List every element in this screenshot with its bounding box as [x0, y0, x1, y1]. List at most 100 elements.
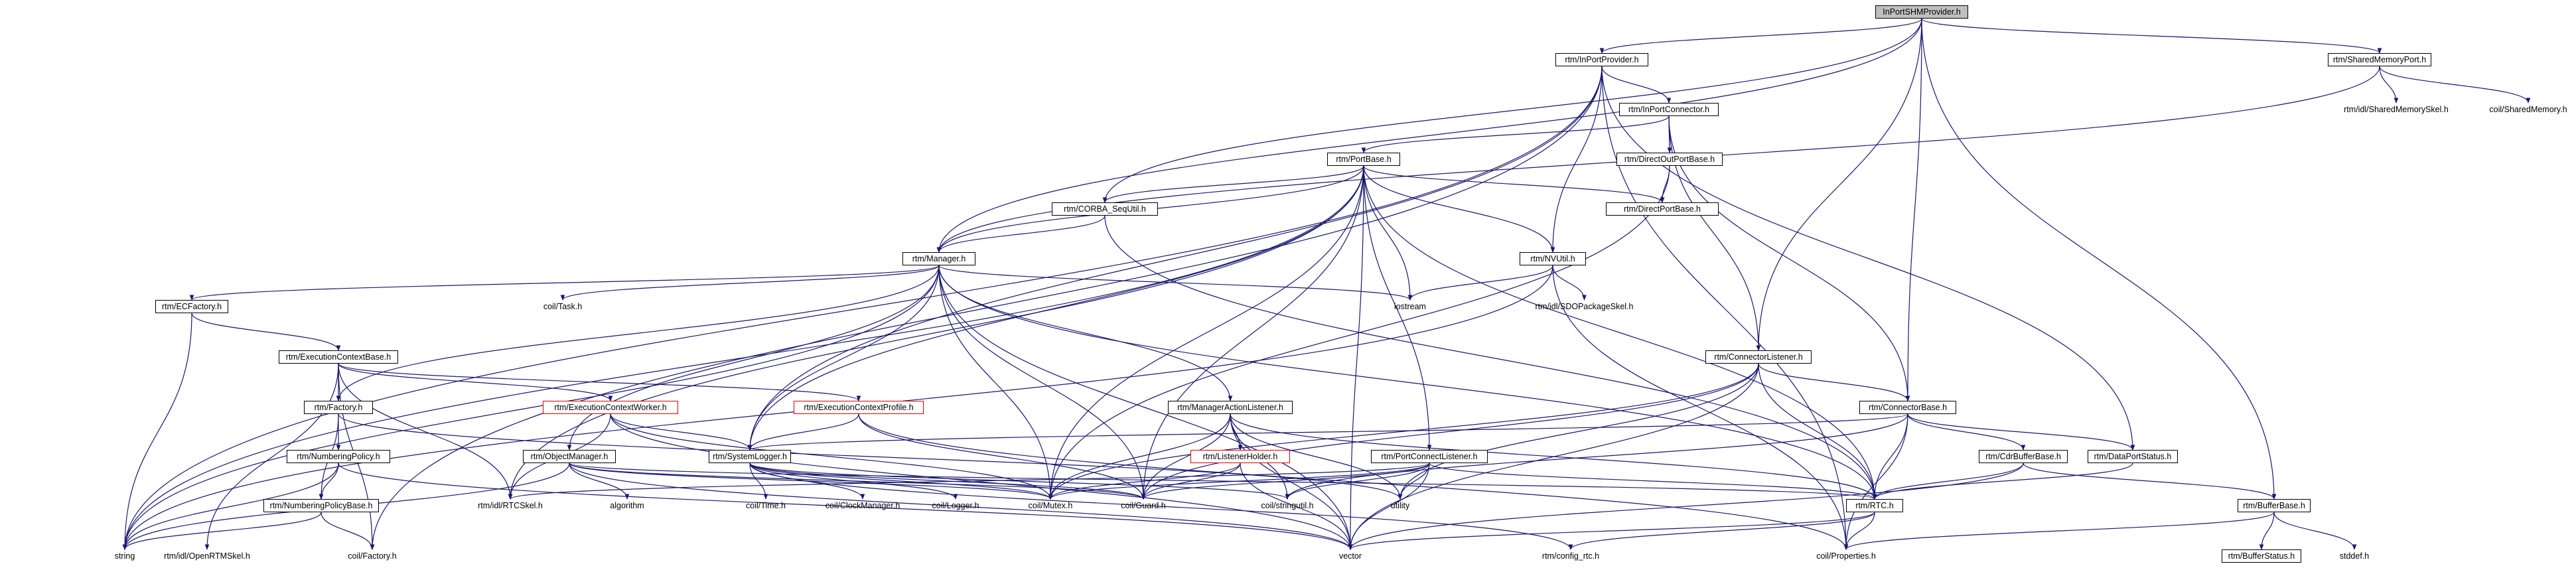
node-coil-task-h[interactable]: coil/Task.h — [543, 302, 583, 311]
edge-n29-n33 — [569, 463, 630, 500]
node-rtm-idl-sharedmemoryskel-h[interactable]: rtm/idl/SharedMemorySkel.h — [2344, 105, 2449, 114]
edge-n25-n46 — [1240, 463, 1353, 550]
edge-n20-n46 — [610, 413, 1353, 550]
edge-n11-n14 — [560, 265, 940, 301]
node-rtm-corba-sequtil-h[interactable]: rtm/CORBA_SeqUtil.h — [1052, 202, 1158, 216]
edge-n32-n50 — [2273, 512, 2357, 550]
edge-n12-n15 — [1407, 265, 1553, 301]
edge-n11-n19 — [336, 265, 940, 401]
node-rtm-bufferbase-h[interactable]: rtm/BufferBase.h — [2238, 499, 2311, 512]
node-rtm-dataportstatus-h[interactable]: rtm/DataPortStatus.h — [2088, 450, 2178, 463]
node-rtm-idl-openrtmskel-h[interactable]: rtm/idl/OpenRTMSkel.h — [164, 551, 250, 561]
edge-n24-n46 — [338, 463, 1353, 550]
node-rtm-portbase-h[interactable]: rtm/PortBase.h — [1327, 153, 1400, 166]
edge-n7-n38 — [1141, 165, 1364, 500]
edge-n23-n39 — [1285, 413, 1908, 500]
edge-n25-n37 — [1048, 463, 1241, 500]
edge-n12-n16 — [1552, 265, 1587, 301]
edge-n30-n38 — [749, 463, 1146, 500]
edge-n29-n41 — [569, 463, 1877, 500]
node-rtm-manageractionlistener-h[interactable]: rtm/ManagerActionListener.h — [1168, 401, 1293, 414]
edge-n17-n42 — [338, 363, 513, 500]
node-rtm-bufferstatus-h[interactable]: rtm/BufferStatus.h — [2222, 549, 2301, 563]
edge-n22-n38 — [1141, 413, 1231, 500]
node-rtm-connectorlistener-h[interactable]: rtm/ConnectorListener.h — [1705, 350, 1812, 364]
edge-n22-n40 — [1230, 413, 1403, 500]
node-coil-clockmanager-h[interactable]: coil/ClockManager.h — [825, 501, 900, 510]
node-coil-sharedmemory-h[interactable]: coil/SharedMemory.h — [2489, 105, 2567, 114]
node-rtm-directoutportbase-h[interactable]: rtm/DirectOutPortBase.h — [1616, 153, 1723, 166]
edge-n22-n37 — [1048, 413, 1231, 500]
node-rtm-inportconnector-h[interactable]: rtm/InPortConnector.h — [1619, 103, 1719, 116]
edge-n9-n41 — [1104, 215, 1877, 500]
edge-n20-n30 — [610, 413, 752, 451]
node-rtm-portconnectlistener-h[interactable]: rtm/PortConnectListener.h — [1371, 450, 1488, 463]
node-rtm-idl-sdopackageskel-h[interactable]: rtm/idl/SDOPackageSkel.h — [1535, 302, 1634, 311]
edge-n23-n27 — [1907, 413, 2026, 451]
edge-n24-n43 — [122, 463, 339, 550]
edge-n7-n30 — [747, 165, 1364, 451]
node-coil-time-h[interactable]: coil/Time.h — [746, 501, 786, 510]
edge-n27-n46 — [1348, 463, 2024, 550]
node-rtm-cdrbufferbase-h[interactable]: rtm/CdrBufferBase.h — [1979, 450, 2068, 463]
node-rtm-inportprovider-h[interactable]: rtm/InPortProvider.h — [1555, 53, 1648, 66]
edge-n27-n41 — [1872, 463, 2024, 500]
node-vector[interactable]: vector — [1338, 551, 1362, 561]
edge-n9-n11 — [936, 215, 1106, 253]
node-rtm-rtc-h[interactable]: rtm/RTC.h — [1846, 499, 1903, 512]
node-algorithm[interactable]: algorithm — [610, 501, 644, 510]
node-rtm-executioncontextprofile-h[interactable]: rtm/ExecutionContextProfile.h — [794, 401, 924, 414]
node-rtm-numberingpolicy-h[interactable]: rtm/NumberingPolicy.h — [287, 450, 390, 463]
edge-n3-n5 — [2379, 66, 2531, 104]
node-rtm-config-rtc-h[interactable]: rtm/config_rtc.h — [1541, 551, 1600, 561]
edge-n30-n36 — [749, 463, 958, 500]
node-stddef-h[interactable]: stddef.h — [2339, 551, 2370, 561]
node-coil-mutex-h[interactable]: coil/Mutex.h — [1028, 501, 1073, 510]
node-rtm-systemlogger-h[interactable]: rtm/SystemLogger.h — [709, 450, 791, 463]
node-rtm-idl-rtcskel-h[interactable]: rtm/idl/RTCSkel.h — [478, 501, 543, 510]
node-coil-stringutil-h[interactable]: coil/stringutil.h — [1261, 501, 1314, 510]
edge-n20-n37 — [610, 413, 1053, 500]
edge-n6-n7 — [1361, 115, 1670, 153]
node-utility[interactable]: utility — [1390, 501, 1410, 510]
node-iostream[interactable]: iostream — [1394, 302, 1426, 311]
edge-n41-n46 — [1348, 512, 1875, 550]
edge-n7-n15 — [1363, 165, 1413, 301]
edge-n11-n38 — [938, 265, 1146, 500]
edge-n13-n43 — [122, 313, 192, 550]
node-coil-guard-h[interactable]: coil/Guard.h — [1121, 501, 1166, 510]
edge-n21-n38 — [858, 413, 1146, 500]
node-rtm-manager-h[interactable]: rtm/Manager.h — [902, 252, 975, 265]
node-rtm-connectorbase-h[interactable]: rtm/ConnectorBase.h — [1859, 401, 1956, 414]
node-rtm-numberingpolicybase-h[interactable]: rtm/NumberingPolicyBase.h — [263, 499, 379, 512]
node-rtm-objectmanager-h[interactable]: rtm/ObjectManager.h — [523, 450, 616, 463]
node-coil-factory-h[interactable]: coil/Factory.h — [348, 551, 397, 561]
edge-n1-n23 — [1905, 18, 1922, 401]
node-rtm-directportbase-h[interactable]: rtm/DirectPortBase.h — [1606, 202, 1719, 216]
edge-n23-n28 — [1907, 413, 2135, 451]
node-rtm-executioncontextworker-h[interactable]: rtm/ExecutionContextWorker.h — [543, 401, 678, 414]
edge-n30-n47 — [749, 463, 1573, 550]
edge-n23-n30 — [748, 413, 1908, 451]
edge-n26-n39 — [1285, 463, 1430, 500]
edge-n7-n46 — [1348, 165, 1364, 550]
edge-n12-n48 — [1552, 265, 1849, 550]
node-coil-properties-h[interactable]: coil/Properties.h — [1816, 551, 1876, 561]
node-rtm-listenerholder-h[interactable]: rtm/ListenerHolder.h — [1190, 450, 1290, 463]
node-coil-logger-h[interactable]: coil/Logger.h — [932, 501, 979, 510]
node-rtm-sharedmemoryport-h[interactable]: rtm/SharedMemoryPort.h — [2328, 53, 2431, 66]
edge-n2-n28 — [1601, 66, 2135, 451]
edge-n22-n41 — [1230, 413, 1877, 500]
node-rtm-factory-h[interactable]: rtm/Factory.h — [304, 401, 373, 414]
node-rtm-executioncontextbase-h[interactable]: rtm/ExecutionContextBase.h — [279, 350, 398, 364]
edge-n23-n41 — [1872, 413, 1908, 500]
node-inportshmprovider-h[interactable]: InPortSHMProvider.h — [1875, 5, 1968, 19]
edge-n7-n9 — [1102, 165, 1364, 203]
edge-n2-n6 — [1601, 66, 1672, 104]
node-rtm-nvutil-h[interactable]: rtm/NVUtil.h — [1520, 252, 1586, 265]
node-rtm-ecfactory-h[interactable]: rtm/ECFactory.h — [155, 300, 228, 313]
node-string[interactable]: string — [114, 551, 135, 561]
edge-n29-n46 — [569, 463, 1353, 550]
edge-n11-n46 — [938, 265, 1353, 550]
